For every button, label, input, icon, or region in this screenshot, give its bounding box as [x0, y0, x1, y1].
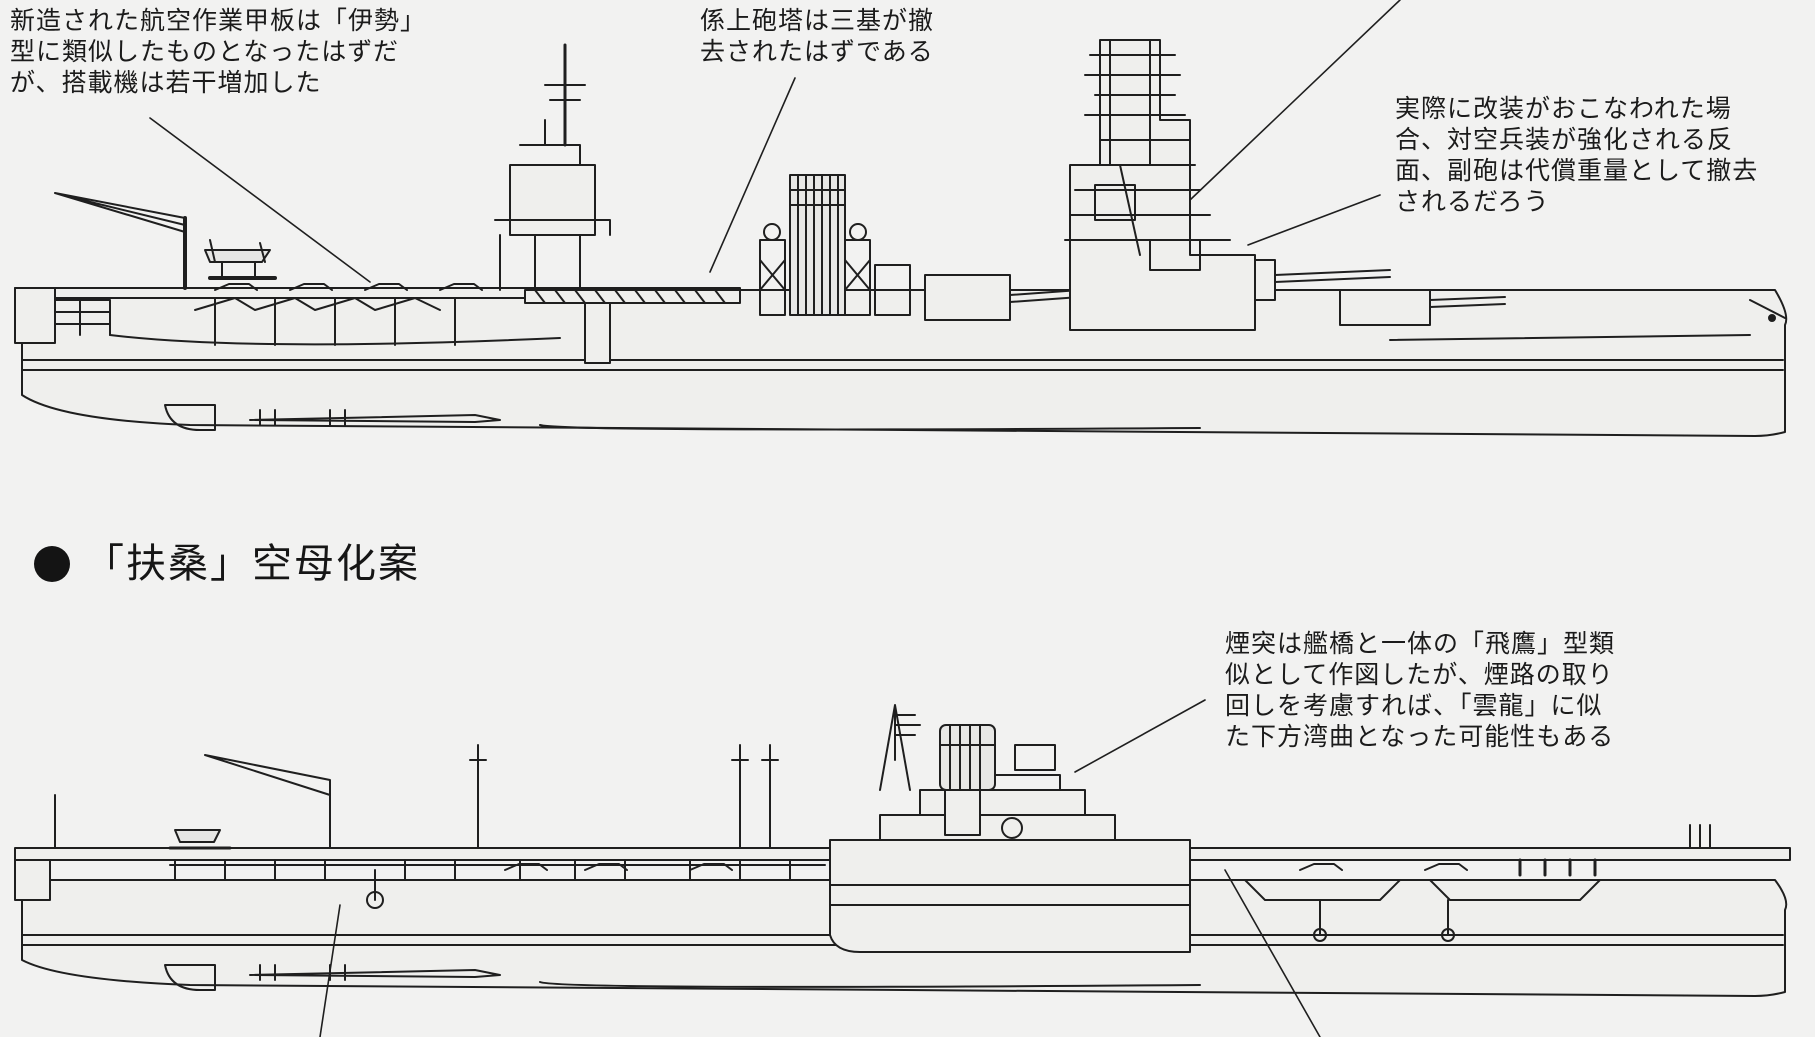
seaplane-icon: [204, 239, 277, 280]
deck-aircraft-icon: [168, 829, 232, 850]
carrier-tripod-mast: [879, 704, 921, 791]
bullet-icon: [34, 546, 70, 582]
annotation-leader-lines: [149, 0, 1401, 1037]
hybrid-hull: [21, 289, 1788, 437]
aircraft-crane: [54, 192, 187, 290]
hybrid-battleship-profile: [14, 39, 1788, 437]
note-funnel: 煙突は艦橋と一体の「飛鷹」型類 似として作図したが、煙路の取り 回しを考慮すれば…: [1225, 629, 1616, 751]
section-title: 「扶桑」空母化案: [34, 540, 420, 588]
note-turrets-removed: 係上砲塔は三基が撤 去されたはずである: [700, 6, 935, 66]
hybrid-pagoda-bridge: [1064, 39, 1256, 331]
carrier-island: [829, 774, 1191, 953]
hybrid-mainmast: [494, 43, 611, 291]
hybrid-funnel: [789, 174, 846, 316]
section-title-text: 「扶桑」空母化案: [84, 541, 420, 587]
carrier-funnel: [939, 724, 1056, 791]
underwater-fittings: [164, 404, 1201, 991]
carrier-crane: [204, 754, 331, 849]
carrier-masts: [469, 744, 779, 849]
note-flight-deck: 新造された航空作業甲板は「伊勢」 型に類似したものとなったはずだ が、搭載機は若…: [10, 6, 427, 97]
note-secondary-guns: 実際に改装がおこなわれた場 合、対空兵装が強化される反 面、副砲は代償重量として…: [1395, 94, 1759, 216]
carrier-conversion-profile: [14, 704, 1791, 997]
